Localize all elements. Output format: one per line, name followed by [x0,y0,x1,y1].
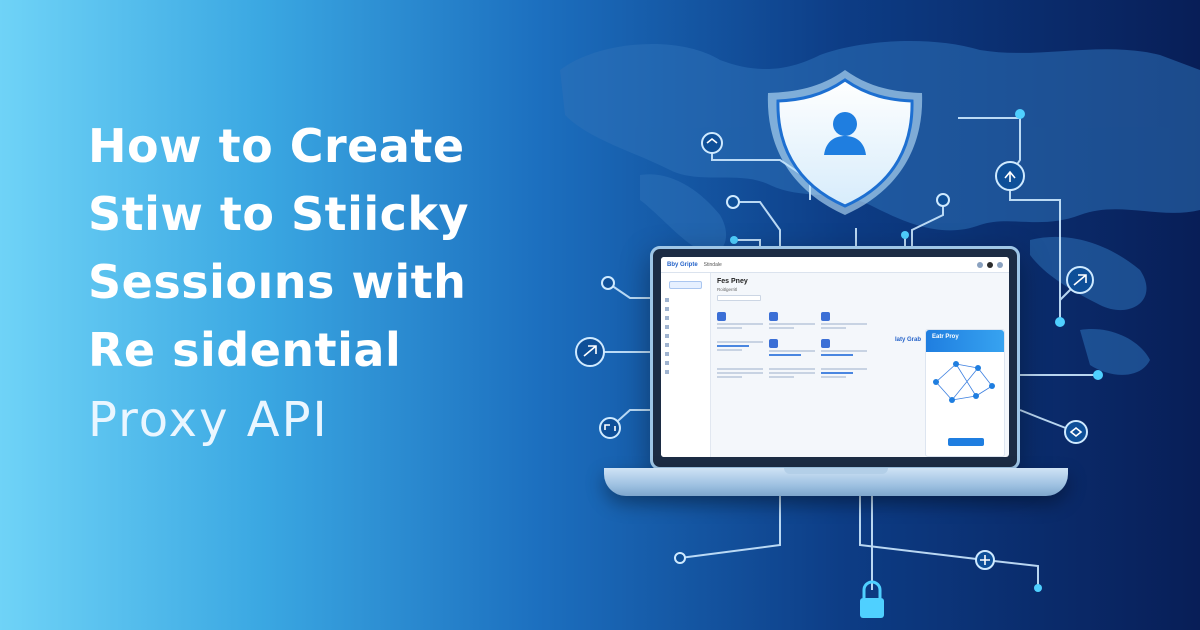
node-icon [936,193,950,207]
sidebar-button [669,281,702,289]
node-icon [674,552,686,564]
app-main: Fes Pney Roitlgerritl Iaty Gr [711,273,1009,457]
card [821,366,867,380]
node-icon [601,276,615,290]
card [717,339,763,358]
sidebar-item [665,358,706,367]
laptop-notch [784,468,888,474]
card [717,312,763,331]
headline-line-2: Stiw to Stiicky [88,187,470,241]
sidebar-item [665,322,706,331]
page-subtitle: Roitlgerritl [717,287,738,292]
card-grid [717,312,1003,380]
padlock-icon [860,580,884,618]
sidebar-item [665,304,706,313]
node-icon [726,195,740,209]
node-icon [701,132,723,154]
node-icon [599,417,621,439]
card [821,312,867,331]
headline-line-1: How to Create [88,119,465,173]
card [769,312,815,331]
card [821,339,867,358]
sidebar-item [665,331,706,340]
laptop-base [604,468,1068,496]
node-icon [1064,420,1088,444]
node-dot [1015,109,1025,119]
app-sidebar [661,273,711,457]
settings-icon [977,261,983,268]
node-dot [1034,584,1042,592]
network-nodes [575,109,1103,592]
node-dot [730,236,738,244]
brand-tag: Iaty Grab [894,337,921,343]
headline: How to Create Stiw to Stiicky Sessioıns … [88,112,528,454]
app-body: Fes Pney Roitlgerritl Iaty Gr [661,273,1009,457]
sidebar-item [665,367,706,376]
headline-line-3: Sessioıns with [88,255,467,309]
headline-line-5: Proxy API [88,392,329,448]
app-topbar: Bby Gripte Stindale [661,257,1009,273]
panel-title: Eatr Proy [926,330,1004,352]
card [769,366,815,380]
card [717,366,763,380]
filter-row [717,295,1003,301]
topbar-icons [977,261,1003,268]
app-topbar-text: Stindale [703,261,722,268]
search-input [717,295,761,301]
proxy-panel: Eatr Proy [925,329,1005,457]
network-lines [590,117,1098,590]
menu-icon [997,261,1003,268]
sidebar-item [665,295,706,304]
avatar [987,261,993,268]
page-title: Fes Pney [717,278,748,285]
network-graph [933,361,995,403]
card [769,339,815,358]
node-dot [1055,317,1065,327]
sidebar-item [665,340,706,349]
shield-user-icon [767,70,923,215]
sidebar-item [665,349,706,358]
app-brand: Bby Gripte [667,261,698,268]
headline-line-4: Re sidential [88,323,402,377]
laptop: Bby Gripte Stindale Fes [650,246,1020,470]
node-dot [901,231,909,239]
panel-button [948,438,984,446]
node-dot [1093,370,1103,380]
sidebar-item [665,313,706,322]
laptop-screen: Bby Gripte Stindale Fes [661,257,1009,457]
